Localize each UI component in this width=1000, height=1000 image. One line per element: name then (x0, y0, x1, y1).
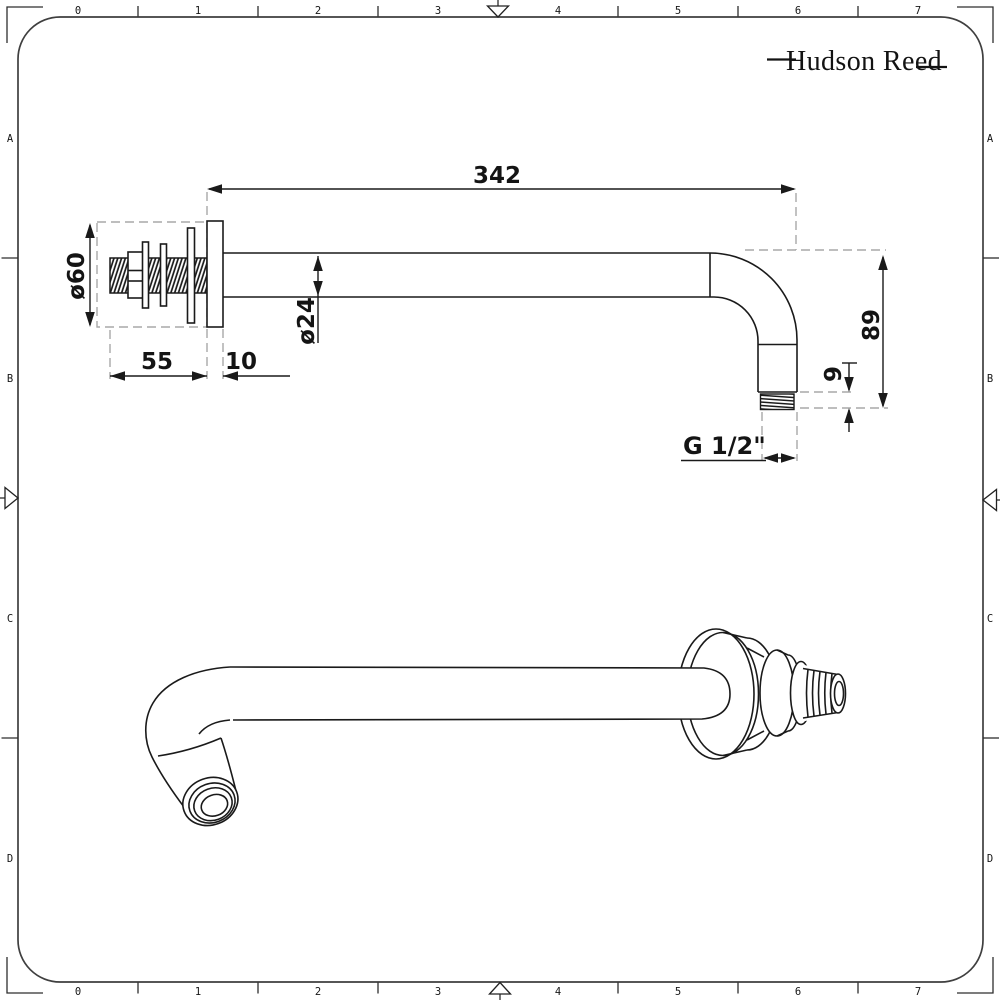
dim-label-flange-depth: 10 (225, 349, 257, 375)
dimension-drop: 89 (859, 255, 888, 408)
grid-label: 0 (75, 986, 81, 998)
grid-label: C (987, 613, 993, 625)
dimension-arm-diameter: ø24 (294, 256, 323, 345)
dim-label-thread-size: G 1/2" (683, 432, 766, 460)
washer-small (141, 241, 150, 309)
dim-label-thread-length: 9 (821, 366, 847, 382)
center-marker-bottom (488, 981, 512, 1000)
bend-outer-curve (709, 252, 798, 341)
perspective-elbow (144, 666, 239, 827)
corner-mark-bottom-left (6, 957, 43, 994)
grid-label: 2 (315, 986, 321, 998)
grid-labels-left: A B C D (7, 133, 14, 865)
shower-arm-side-view: 342 ø60 ø24 55 10 (64, 163, 888, 463)
dimension-fixing-length: 55 (110, 349, 207, 381)
grid-label: C (7, 613, 13, 625)
dimension-thread-size: G 1/2" (681, 432, 796, 463)
grid-labels-top: 0 1 2 3 4 5 6 7 (75, 5, 921, 17)
dim-label-fixing-length: 55 (141, 349, 173, 375)
logo-text: Hudson Reed (786, 46, 942, 77)
dim-label-drop: 89 (859, 309, 885, 341)
thread-tail (801, 664, 847, 722)
grid-label: 4 (555, 5, 561, 17)
grid-label: 0 (75, 5, 81, 17)
dimension-arm-length: 342 (207, 163, 796, 194)
grid-label: 1 (195, 986, 201, 998)
dim-label-arm-diameter: ø24 (294, 297, 320, 345)
flange-body-bottom (722, 749, 748, 757)
perspective-tube (229, 666, 731, 721)
dim-label-flange-diameter: ø60 (64, 252, 90, 300)
dimension-flange-depth: 10 (223, 349, 290, 381)
grid-label: 6 (795, 986, 801, 998)
grid-label: 2 (315, 5, 321, 17)
wall-fixing-assembly (109, 220, 224, 328)
washer-large (186, 227, 196, 324)
dim-label-length: 342 (473, 163, 521, 189)
outlet-thread (759, 393, 795, 411)
dimension-thread-length: 9 (821, 362, 857, 432)
grid-label: 4 (555, 986, 561, 998)
cone-transition (746, 647, 765, 741)
grid-labels-right: A B C D (987, 133, 994, 865)
hex-nut (127, 251, 144, 299)
arm-profile (223, 252, 798, 411)
center-marker-right (981, 488, 1000, 512)
grid-label: 5 (675, 986, 681, 998)
grid-label: B (987, 373, 993, 385)
outlet-thread-rings (182, 776, 239, 827)
dimension-flange-diameter: ø60 (64, 223, 95, 327)
grid-label: 3 (435, 5, 441, 17)
grid-label: A (987, 133, 994, 145)
grid-label: 7 (915, 986, 921, 998)
grid-labels-bottom: 0 1 2 3 4 5 6 7 (75, 986, 921, 998)
grid-label: 6 (795, 5, 801, 17)
center-marker-left (0, 486, 20, 510)
corner-mark-top-right (957, 6, 994, 43)
corner-mark-bottom-right (957, 957, 994, 994)
ring-collar (759, 649, 795, 737)
washer-mid (159, 243, 168, 307)
grid-label: 7 (915, 5, 921, 17)
brand-logo: Hudson Reed (767, 46, 947, 77)
grid-label: 3 (435, 986, 441, 998)
grid-label: 1 (195, 5, 201, 17)
grid-label: 5 (675, 5, 681, 17)
grid-ticks (1, 6, 999, 994)
wall-flange (206, 220, 224, 328)
bend-inner-curve (713, 296, 759, 342)
grid-label: D (987, 853, 993, 865)
shower-arm-perspective-view (144, 628, 847, 827)
flange-body-top (722, 631, 748, 639)
corner-mark-top-left (6, 6, 43, 43)
grid-label: A (7, 133, 14, 145)
center-marker-top (485, 0, 511, 18)
grid-label: B (7, 373, 13, 385)
grid-label: D (7, 853, 13, 865)
